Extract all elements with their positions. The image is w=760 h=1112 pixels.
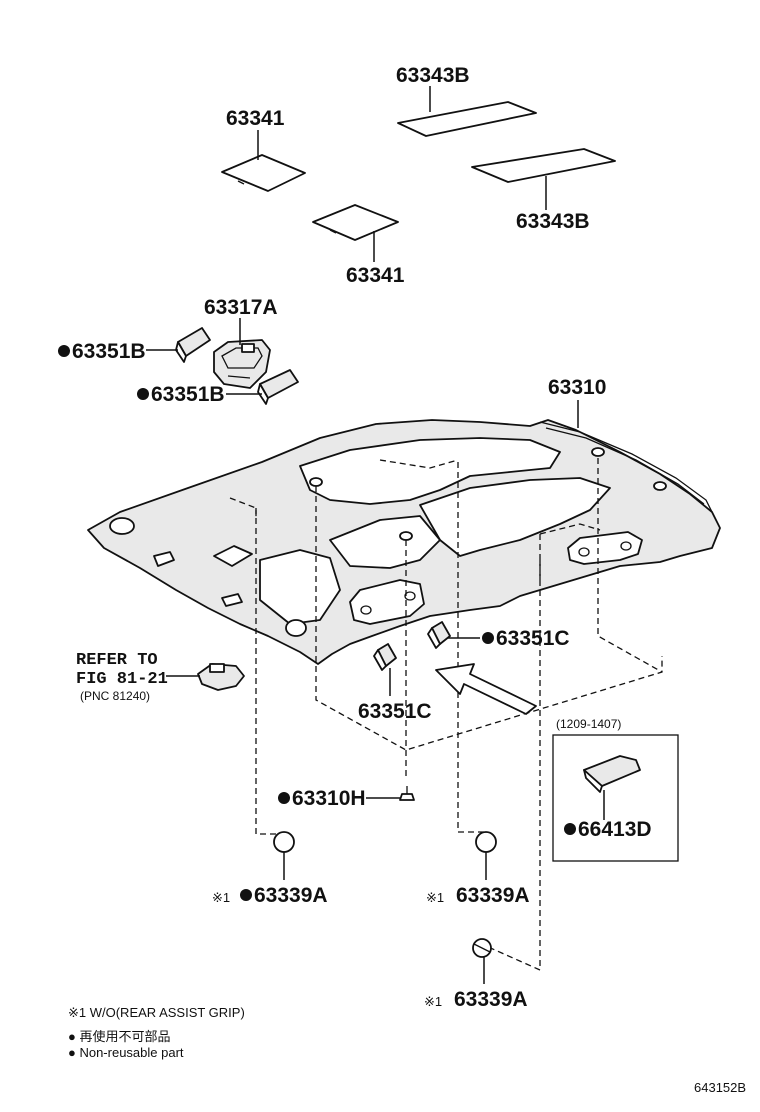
reference-part-81240[interactable] xyxy=(197,663,245,691)
part-label-63341-mid: 63341 xyxy=(346,264,405,287)
plug-63339A-bottom[interactable] xyxy=(472,938,492,958)
pad-63341-top[interactable] xyxy=(221,154,306,192)
note-mark-icon: ※1 xyxy=(212,890,230,905)
figure-id: 643152B xyxy=(694,1080,746,1095)
non-reusable-icon xyxy=(240,889,252,901)
part-label-63351C-right: 63351C xyxy=(496,627,570,650)
part-label-63351C-left: 63351C xyxy=(358,700,432,723)
part-label-63310: 63310 xyxy=(548,376,606,399)
refer-to-line1: REFER TO xyxy=(76,651,158,670)
part-label-63343B-top: 63343B xyxy=(396,64,470,87)
part-label-63339A-mid: 63339A xyxy=(456,884,530,907)
part-label-63343B-mid: 63343B xyxy=(516,210,590,233)
pad-63351B-upper[interactable] xyxy=(175,327,211,363)
note-mark-icon: ※1 xyxy=(424,994,442,1009)
assist-grip-66413D[interactable] xyxy=(583,755,641,793)
plug-63339A-left[interactable] xyxy=(273,831,295,853)
pad-63343B-top[interactable] xyxy=(397,101,537,137)
part-label-63351B-lower: 63351B xyxy=(151,383,225,406)
pad-63343B-mid[interactable] xyxy=(471,148,616,183)
note-mark-icon: ※1 xyxy=(426,890,444,905)
clip-63351C-left[interactable] xyxy=(373,643,397,671)
clip-63351C-right[interactable] xyxy=(427,621,451,649)
date-range: (1209-1407) xyxy=(556,717,621,731)
plug-63339A-mid[interactable] xyxy=(475,831,497,853)
non-reusable-icon xyxy=(58,345,70,357)
legend-note1: ※1 W/O(REAR ASSIST GRIP) xyxy=(68,1005,245,1020)
part-label-63351B-upper: 63351B xyxy=(72,340,146,363)
inset-66413D-box: (1209-1407) xyxy=(552,717,679,862)
part-label-63339A-bottom: 63339A xyxy=(454,988,528,1011)
non-reusable-icon xyxy=(137,388,149,400)
pad-63341-mid[interactable] xyxy=(312,204,399,241)
part-label-63341-top: 63341 xyxy=(226,107,285,130)
console-63317A[interactable] xyxy=(213,339,271,389)
non-reusable-icon xyxy=(564,823,576,835)
legend-non-reusable-jp: ● 再使用不可部品 xyxy=(68,1029,170,1044)
pad-63351B-lower[interactable] xyxy=(257,369,299,405)
headliner-63310[interactable] xyxy=(87,419,721,665)
legend-non-reusable-en: ● Non-reusable part xyxy=(68,1045,184,1060)
refer-to-line2: FIG 81-21 xyxy=(76,670,168,689)
part-label-66413D: 66413D xyxy=(578,818,652,841)
refer-to-pnc: (PNC 81240) xyxy=(80,689,150,703)
direction-arrow-icon xyxy=(435,663,537,715)
part-label-63339A-left: 63339A xyxy=(254,884,328,907)
part-label-63317A: 63317A xyxy=(204,296,278,319)
non-reusable-icon xyxy=(278,792,290,804)
part-label-63310H: 63310H xyxy=(292,787,366,810)
screw-63310H[interactable] xyxy=(399,786,415,801)
non-reusable-icon xyxy=(482,632,494,644)
